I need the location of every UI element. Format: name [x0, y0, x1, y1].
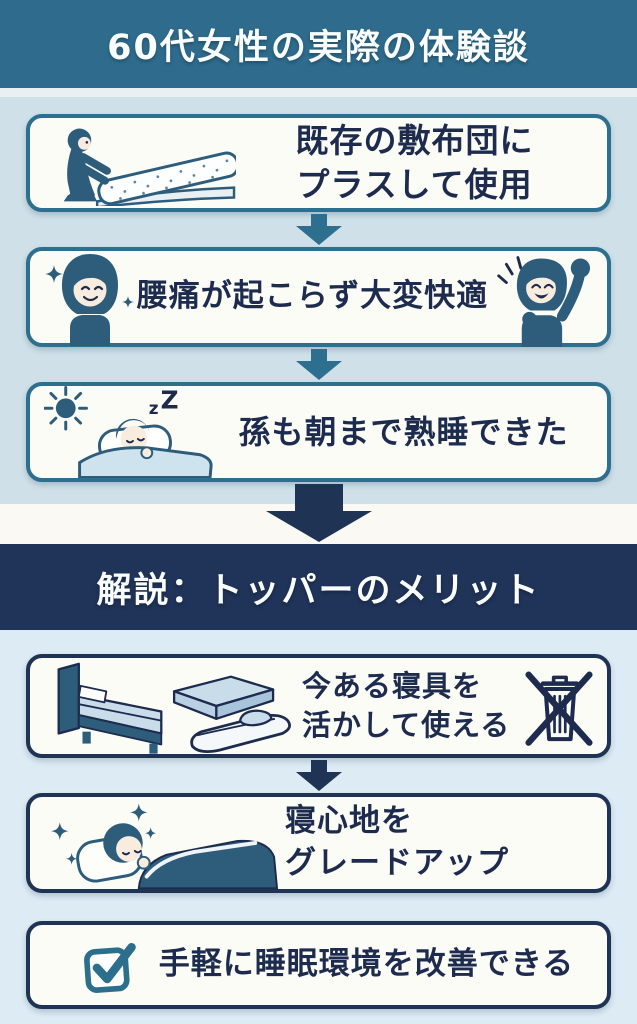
merit-card-3: 手軽に睡眠環境を改善できる — [26, 921, 611, 1009]
checkbox-icon — [84, 942, 136, 993]
testimonial-section: 既存の敷布団に プラスして使用 腰痛が起こらず大変快適 — [0, 97, 637, 504]
merit-card-2-text: 寝心地を グレードアップ — [285, 803, 509, 881]
topper-placing-icon — [63, 128, 236, 206]
card-gap — [26, 893, 611, 921]
svg-text:Z: Z — [161, 386, 179, 414]
merit-card-1: 今ある寝具を 活かして使える — [26, 654, 611, 758]
banner-divider — [0, 88, 637, 97]
testimonial-card-2-text: 腰痛が起こらず大変快適 — [136, 278, 489, 315]
sleeping-person-sparkle-icon — [50, 803, 279, 889]
flow-arrow-3 — [26, 760, 611, 791]
merit-card-1-text: 今ある寝具を 活かして使える — [302, 669, 511, 742]
transition-strip — [0, 484, 637, 544]
no-trash-icon — [525, 671, 593, 746]
merit-card-2: 寝心地を グレードアップ — [26, 793, 611, 893]
testimonial-card-2: 腰痛が起こらず大変快適 — [26, 247, 611, 347]
testimonial-card-1-text: 既存の敷布団に プラスして使用 — [295, 120, 534, 204]
flow-arrow-2 — [26, 349, 611, 380]
merit-banner-title: 解説：トッパーのメリット — [96, 570, 541, 611]
big-down-arrow — [265, 484, 372, 542]
morning-sleep-icon: z Z — [44, 386, 213, 478]
merit-banner: 解説：トッパーのメリット — [0, 544, 637, 630]
smiling-woman-icon — [45, 254, 134, 346]
merit-card-3-text: 手軽に睡眠環境を改善できる — [158, 946, 575, 983]
testimonial-card-3: z Z 孫も朝まで熟睡できた — [26, 382, 611, 482]
testimonial-banner: 60代女性の実際の体験談 — [0, 0, 637, 88]
flow-arrow-1 — [26, 214, 611, 245]
svg-text:z: z — [149, 398, 159, 418]
cheering-woman-icon — [497, 256, 591, 347]
bedding-set-icon — [57, 662, 291, 754]
testimonial-card-1: 既存の敷布団に プラスして使用 — [26, 114, 611, 212]
merit-section: 今ある寝具を 活かして使える — [0, 630, 637, 1009]
testimonial-banner-title: 60代女性の実際の体験談 — [107, 27, 530, 68]
testimonial-card-3-text: 孫も朝まで熟睡できた — [238, 412, 569, 451]
